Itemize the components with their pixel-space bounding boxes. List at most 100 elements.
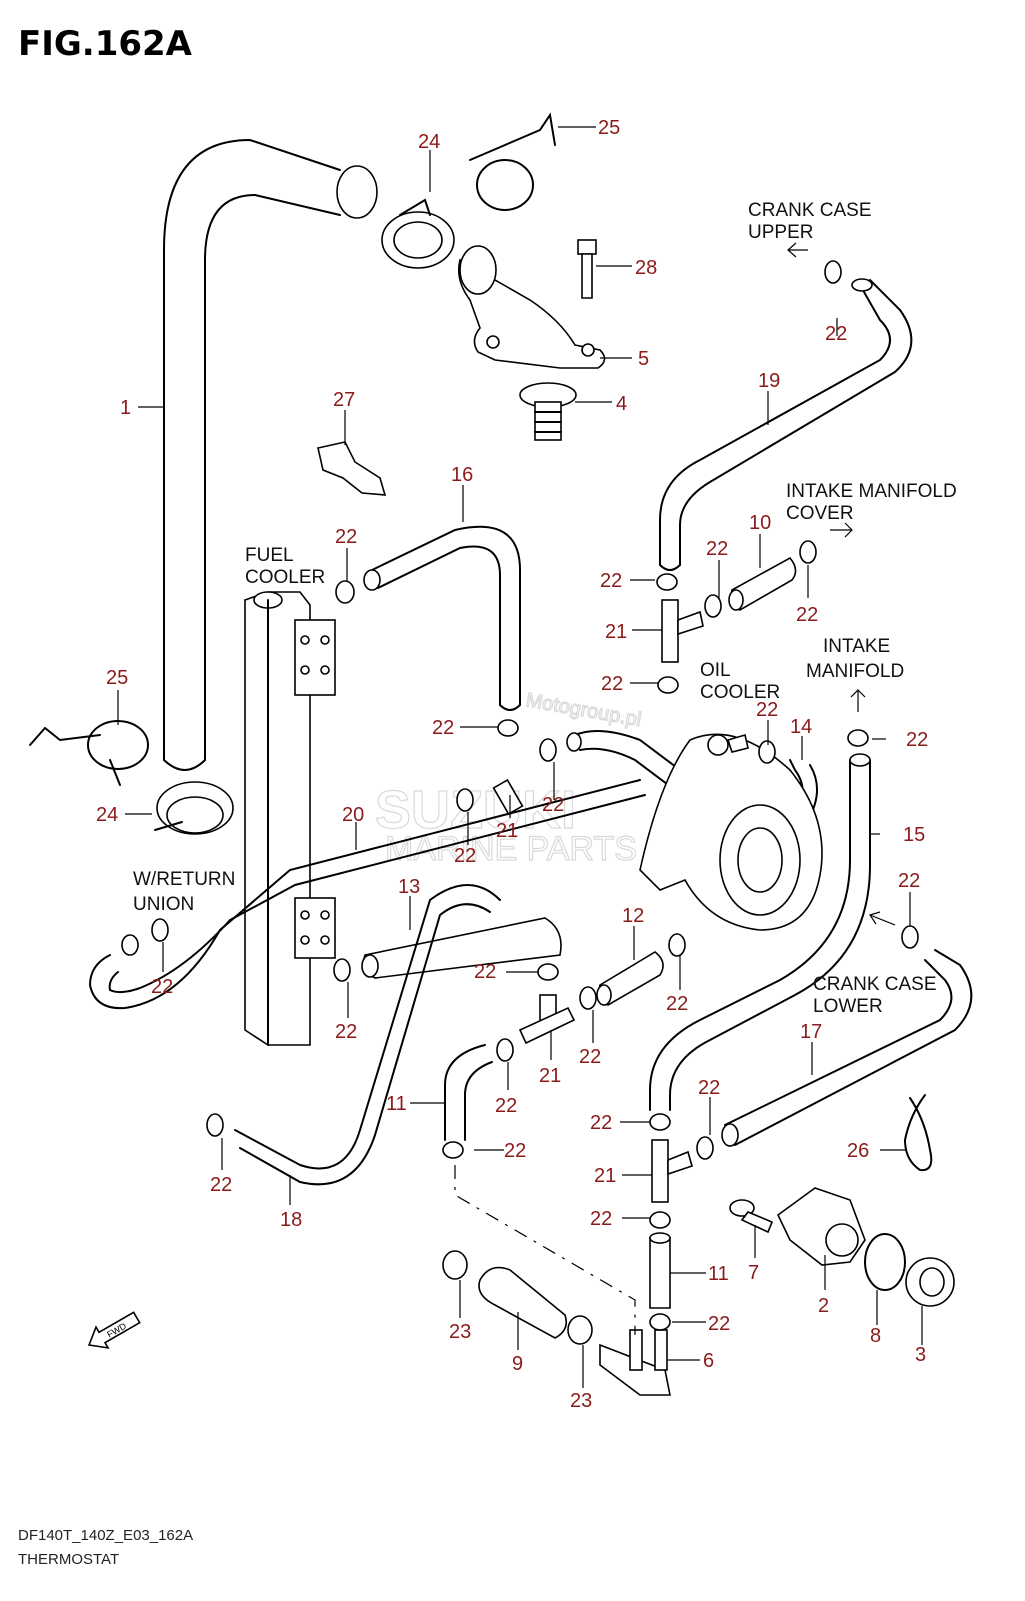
callout-8: 8 (870, 1325, 881, 1347)
hose-9 (478, 1266, 568, 1339)
callout-20: 20 (342, 804, 364, 826)
hose-1 (163, 138, 378, 771)
clamps-22 (151, 260, 919, 1345)
callout-18: 18 (280, 1209, 302, 1231)
thermostat-4 (519, 382, 577, 441)
hose-17 (721, 949, 973, 1147)
clip-27 (317, 441, 387, 496)
callout-21: 21 (496, 820, 518, 842)
callout-numbers: 25 24 28 5 4 1 27 16 19 22 22 22 22 10 2… (96, 117, 928, 1412)
callout-14: 14 (790, 716, 812, 738)
callout-5: 5 (638, 348, 649, 370)
hose-11-lower (649, 1232, 671, 1309)
label-crank-case-lower-1: CRANK CASE (813, 974, 937, 995)
callout-28: 28 (635, 257, 657, 279)
bolt-7 (729, 1199, 774, 1234)
callout-16: 16 (451, 464, 473, 486)
callout-2: 2 (818, 1295, 829, 1317)
label-oil-cooler-2: COOLER (700, 682, 780, 703)
watermark-motogroup: Motogroup.pl (524, 689, 643, 731)
callout-22: 22 (601, 673, 623, 695)
callout-21: 21 (605, 621, 627, 643)
hose-13 (361, 917, 562, 979)
callout-22: 22 (698, 1077, 720, 1099)
callout-21: 21 (539, 1065, 561, 1087)
dashed-connection (454, 1165, 636, 1335)
callout-9: 9 (512, 1353, 523, 1375)
label-w-return-union-1: W/RETURN (133, 869, 235, 890)
callout-22: 22 (474, 961, 496, 983)
footer-name: THERMOSTAT (18, 1551, 119, 1568)
housing-2 (776, 1187, 866, 1266)
label-oil-cooler-1: OIL (700, 660, 731, 681)
callout-23: 23 (449, 1321, 471, 1343)
oil-cooler (639, 733, 823, 931)
callout-3: 3 (915, 1344, 926, 1366)
spring-clip-25-lower (29, 720, 149, 786)
label-w-return-union-2: UNION (133, 894, 194, 915)
watermark-marine-parts: MARINE PARTS (385, 830, 637, 868)
label-crank-case-upper-1: CRANK CASE (748, 200, 872, 221)
callout-22: 22 (590, 1208, 612, 1230)
callout-22: 22 (825, 323, 847, 345)
callout-12: 12 (622, 905, 644, 927)
t-joint-21-lower (651, 1139, 693, 1203)
label-intake-manifold-2: MANIFOLD (806, 661, 904, 682)
t-joint-21-middle (492, 778, 576, 1045)
watermark-suzuki: SUZUKI (375, 780, 576, 840)
callout-22: 22 (796, 604, 818, 626)
callout-22: 22 (590, 1112, 612, 1134)
clip-26 (903, 1094, 933, 1172)
label-intake-manifold-cover-2: COVER (786, 503, 854, 524)
callout-22: 22 (898, 870, 920, 892)
hose-15 (649, 753, 871, 1111)
joint-6 (599, 1329, 671, 1396)
callout-10: 10 (749, 512, 771, 534)
callout-22: 22 (666, 993, 688, 1015)
callout-22: 22 (335, 1021, 357, 1043)
arrow-intake-manifold-cover (830, 522, 853, 538)
callout-22: 22 (151, 976, 173, 998)
hose-18 (234, 884, 501, 1186)
fwd-arrow: FWD (87, 1311, 141, 1349)
callout-6: 6 (703, 1350, 714, 1372)
arrow-intake-manifold (850, 689, 866, 712)
clamp-24-lower (154, 781, 234, 835)
callout-22: 22 (708, 1313, 730, 1335)
callout-24: 24 (96, 804, 118, 826)
hose-12 (596, 951, 664, 1006)
direction-arrows (787, 242, 896, 926)
callout-22: 22 (432, 717, 454, 739)
callout-22: 22 (504, 1140, 526, 1162)
callout-15: 15 (903, 824, 925, 846)
cap-3 (905, 1257, 955, 1307)
label-crank-case-upper-2: UPPER (748, 222, 813, 243)
callout-22: 22 (495, 1095, 517, 1117)
callout-22: 22 (542, 794, 564, 816)
callout-24: 24 (418, 131, 440, 153)
arrow-crank-case-upper (787, 242, 808, 258)
callout-17: 17 (800, 1021, 822, 1043)
callout-4: 4 (616, 393, 627, 415)
callout-11: 11 (386, 1093, 407, 1115)
callout-22: 22 (600, 570, 622, 592)
figure-title: FIG.162A (18, 24, 193, 64)
label-fuel-cooler-1: FUEL (245, 545, 294, 566)
callout-22: 22 (756, 699, 778, 721)
thermostat-cover-5 (457, 245, 606, 369)
callout-22: 22 (579, 1046, 601, 1068)
hose-10 (728, 556, 797, 611)
spring-clip-25-upper (469, 112, 556, 211)
clamp-24-upper (381, 198, 455, 269)
callout-27: 27 (333, 389, 355, 411)
label-intake-manifold-cover-1: INTAKE MANIFOLD (786, 481, 957, 502)
callout-1: 1 (120, 397, 131, 419)
bolt-28 (577, 239, 597, 299)
callout-26: 26 (847, 1140, 869, 1162)
callout-23: 23 (570, 1390, 592, 1412)
callout-22: 22 (210, 1174, 232, 1196)
callout-21: 21 (594, 1165, 616, 1187)
footer-code: DF140T_140Z_E03_162A (18, 1527, 193, 1544)
fuel-cooler (244, 591, 336, 1046)
label-fuel-cooler-2: COOLER (245, 567, 325, 588)
